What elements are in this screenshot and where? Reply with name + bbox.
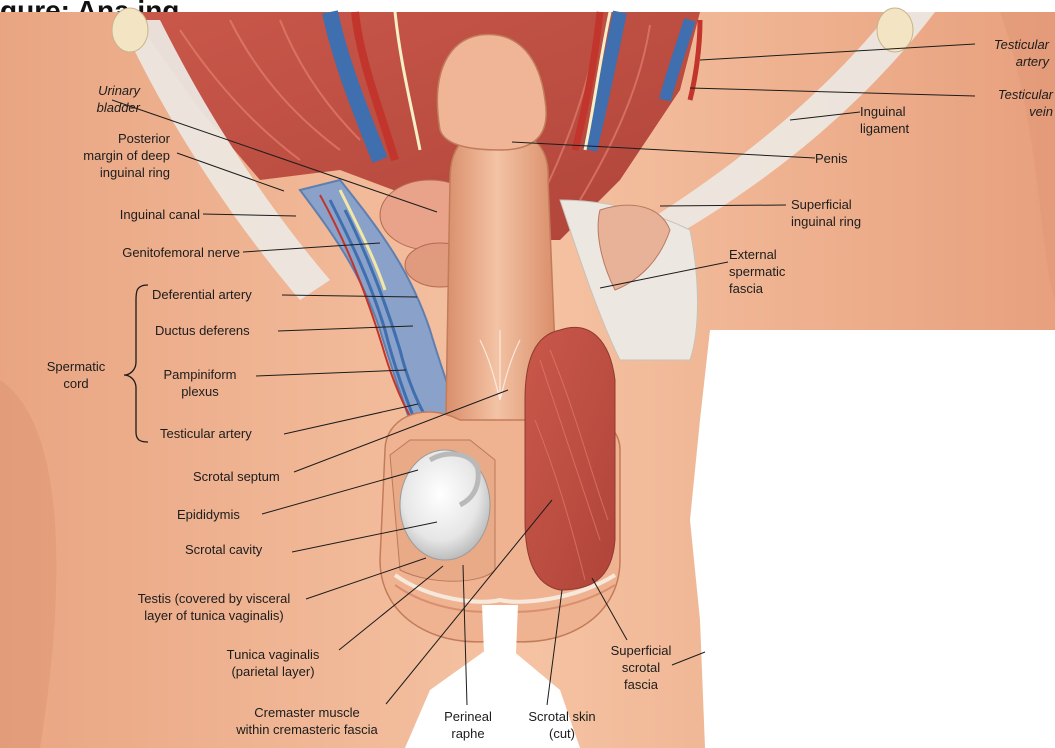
label-deferential-artery: Deferential artery [152,286,252,303]
label-testicular-artery-cord: Testicular artery [160,425,252,442]
label-spermatic-cord: Spermatic cord [34,358,118,392]
label-pampiniform-plexus: Pampiniform plexus [150,366,250,400]
label-urinary-bladder: Urinary bladder [20,82,140,116]
label-epididymis: Epididymis [177,506,240,523]
label-scrotal-cavity: Scrotal cavity [185,541,262,558]
label-penis: Penis [815,150,848,167]
label-inguinal-canal: Inguinal canal [10,206,200,223]
label-superficial-inguinal-ring: Superficial inguinal ring [791,196,861,230]
label-ductus-deferens: Ductus deferens [155,322,250,339]
label-cremaster-muscle: Cremaster muscle within cremasteric fasc… [207,704,407,738]
label-scrotal-septum: Scrotal septum [193,468,280,485]
label-inguinal-ligament: Inguinal ligament [860,103,909,137]
bone-tip-left [112,8,148,52]
label-superficial-scrotal-fascia: Superficial scrotal fascia [596,642,686,693]
label-tunica-vaginalis: Tunica vaginalis (parietal layer) [203,646,343,680]
cremaster-muscle [525,327,615,590]
label-testicular-vein: Testicular vein [893,86,1053,120]
label-scrotal-skin: Scrotal skin (cut) [512,708,612,742]
label-perineal-raphe: Perineal raphe [430,708,506,742]
label-posterior-margin: Posterior margin of deep inguinal ring [10,130,170,181]
label-external-spermatic-fascia: External spermatic fascia [729,246,785,297]
label-genitofemoral-nerve: Genitofemoral nerve [10,244,240,261]
label-testis: Testis (covered by visceral layer of tun… [114,590,314,624]
label-testicular-artery-top: Testicular artery [893,36,1049,70]
